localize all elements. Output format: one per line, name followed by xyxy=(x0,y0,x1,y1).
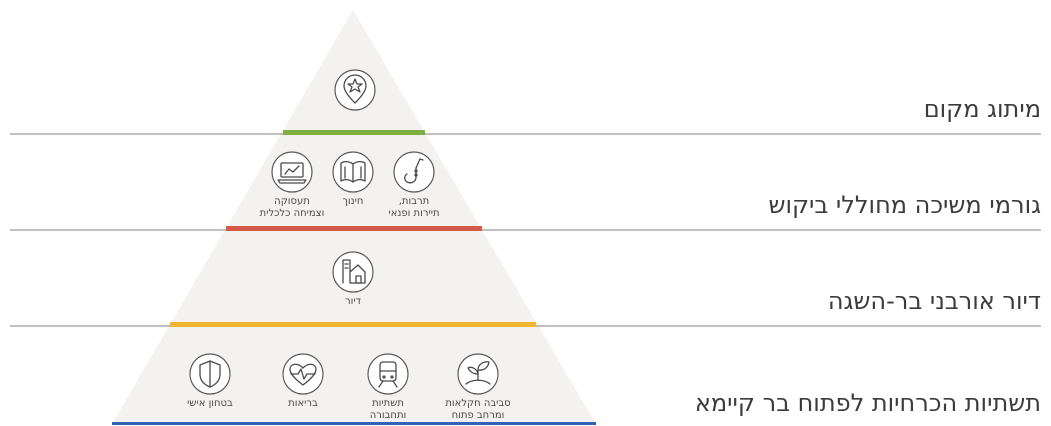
caption-security: בטחון אישי xyxy=(187,398,233,409)
caption-health: בריאות xyxy=(288,398,318,409)
pyramid-shape xyxy=(112,10,596,424)
tier1-accent-bar xyxy=(283,130,425,135)
caption-infrastructure: תשתיות ותחבורה xyxy=(369,398,407,421)
house-icon xyxy=(332,251,374,293)
tier3-label: דיור אורבני בר-השגה xyxy=(827,287,1041,315)
caption-environment: סביבה חקלאות ומרחב פתוח xyxy=(445,398,511,421)
tier3-accent-bar xyxy=(170,322,536,327)
tier2-accent-bar xyxy=(226,226,482,231)
plant-icon xyxy=(457,353,499,395)
tier2-label: גורמי משיכה מחוללי ביקוש xyxy=(768,191,1041,219)
caption-employment: תעסוקה וצמיחה כלכלית xyxy=(259,196,325,219)
book-icon xyxy=(332,151,374,193)
tier4-accent-bar xyxy=(112,422,596,425)
tier1-label: מיתוג מקום xyxy=(923,95,1041,123)
saxophone-icon xyxy=(393,151,435,193)
caption-culture: תרבות, תיירות ופנאי xyxy=(388,196,440,219)
tier4-label: תשתיות הכרחיות לפתוח בר קיימא xyxy=(694,389,1041,417)
heart-pulse-icon xyxy=(282,353,324,395)
shield-icon xyxy=(189,353,231,395)
laptop-chart-icon xyxy=(271,151,313,193)
caption-education: חינוך xyxy=(342,196,364,207)
train-icon xyxy=(367,353,409,395)
location-star-icon xyxy=(334,69,376,111)
caption-housing: דיור xyxy=(344,296,362,307)
